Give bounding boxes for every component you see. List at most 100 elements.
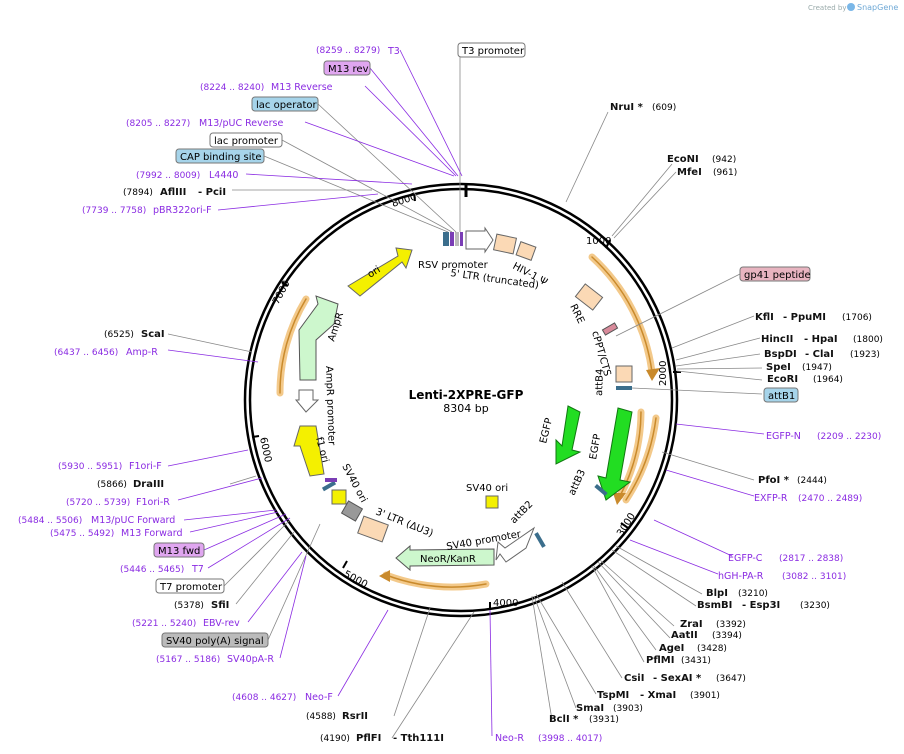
attb1-badge <box>763 387 799 403</box>
zrai-label[interactable]: ZraI <box>680 619 703 630</box>
esp3i-label[interactable]: - Esp3I <box>742 600 780 611</box>
m13puc-rev-coords: (8205 .. 8227) <box>126 119 190 129</box>
m13-fwd-label[interactable]: M13 fwd <box>158 546 200 557</box>
lac-promoter-badge <box>209 132 283 148</box>
hgh-label[interactable]: hGH-PA-R <box>718 571 764 582</box>
smai-label[interactable]: SmaI <box>576 703 604 714</box>
bsmbi-label[interactable]: BsmBI <box>697 600 732 611</box>
l4440-coords: (7992 .. 8009) <box>136 171 200 181</box>
pfoi-pos: (2444) <box>797 476 827 486</box>
exfpr-coords: (2470 .. 2489) <box>798 494 862 504</box>
t7-primer-label[interactable]: T7 <box>191 564 204 575</box>
t3-promoter-label[interactable]: T3 promoter <box>461 46 525 57</box>
spei-label[interactable]: SpeI <box>766 362 791 373</box>
hpai-label[interactable]: - HpaI <box>804 334 838 345</box>
agei-pos: (3428) <box>697 644 727 654</box>
egfpc-label[interactable]: EGFP-C <box>728 553 763 564</box>
t3-coords: (8259 .. 8279) <box>316 46 380 56</box>
tick-label-1000: 1000 <box>586 236 611 247</box>
lac-operator-badge <box>251 96 319 112</box>
draiii-label[interactable]: DraIII <box>133 479 164 490</box>
nrui-label[interactable]: NruI * <box>610 102 644 113</box>
t3-promoter-badge <box>457 42 526 58</box>
neof-coords: (4608 .. 4627) <box>232 693 296 703</box>
exfpr-label[interactable]: EXFP-R <box>754 493 788 504</box>
orf-arcs <box>276 253 660 591</box>
pflmi-pos: (3431) <box>681 656 711 666</box>
m13forward-label[interactable]: M13 Forward <box>121 528 183 539</box>
kfli-pos: (1706) <box>842 313 872 323</box>
hincii-label[interactable]: HincII <box>761 334 793 345</box>
mfei-pos: (961) <box>713 168 737 178</box>
hgh-coords: (3082 .. 3101) <box>782 572 846 582</box>
pcii-label[interactable]: - PciI <box>198 187 226 198</box>
attb1-label[interactable]: attB1 <box>768 391 795 402</box>
agei-label[interactable]: AgeI <box>659 643 684 654</box>
cap-label[interactable]: CAP binding site <box>180 152 262 163</box>
feature-ampr-promoter: AmpR promoter <box>323 366 337 447</box>
econi-pos: (942) <box>712 155 736 165</box>
neor-primer-label[interactable]: Neo-R <box>495 733 524 744</box>
pflmi-label[interactable]: PflMI <box>646 655 674 666</box>
cap-badge <box>175 148 265 164</box>
gp41-label[interactable]: gp41 peptide <box>744 270 811 281</box>
tspmi-label[interactable]: TspMI <box>597 690 629 701</box>
econi-label[interactable]: EcoNI <box>667 154 699 165</box>
ampr-primer-label[interactable]: Amp-R <box>126 347 158 358</box>
lac-promoter-label[interactable]: lac promoter <box>214 136 279 147</box>
f1orir-label[interactable]: F1ori-R <box>136 497 170 508</box>
feature-attb3: attB3 <box>567 468 588 497</box>
nrui-pos: (609) <box>652 103 676 113</box>
ecori-label[interactable]: EcoRI <box>767 374 798 385</box>
ppumi-label[interactable]: - PpuMI <box>783 312 826 323</box>
bcli-label[interactable]: BclI * <box>549 714 579 725</box>
pfoi-label[interactable]: PfoI * <box>758 475 790 486</box>
csii-label[interactable]: CsiI <box>624 673 644 684</box>
neof-label[interactable]: Neo-F <box>305 692 333 703</box>
tth-label[interactable]: - Tth111I <box>393 733 444 744</box>
m13pucfwd-label[interactable]: M13/pUC Forward <box>91 515 175 526</box>
clai-label[interactable]: - ClaI <box>805 349 834 360</box>
scai-label[interactable]: ScaI <box>141 329 165 340</box>
feature-rsv-promoter: RSV promoter <box>418 260 489 271</box>
t7-promoter-badge <box>155 578 225 594</box>
pbr322-coords: (7739 .. 7758) <box>82 206 146 216</box>
sfii-label[interactable]: SfiI <box>211 600 229 611</box>
sv40polya-label[interactable]: SV40 poly(A) signal <box>166 636 264 647</box>
ebvrev-label[interactable]: EBV-rev <box>203 618 240 629</box>
lac-operator-label[interactable]: lac operator <box>256 100 317 111</box>
m13-fwd-badge <box>153 542 205 558</box>
rsrii-label[interactable]: RsrII <box>342 711 368 722</box>
l4440-label[interactable]: L4440 <box>209 170 238 181</box>
pflfi-label[interactable]: PflFI <box>356 733 381 744</box>
f1orif-label[interactable]: F1ori-F <box>129 461 162 472</box>
arrowhead <box>379 570 390 582</box>
sexai-label[interactable]: - SexAI * <box>653 673 702 684</box>
m13-reverse-label[interactable]: M13 Reverse <box>271 82 333 93</box>
mfei-label[interactable]: MfeI <box>677 167 702 178</box>
sv40pa-coords: (5167 .. 5186) <box>156 655 220 665</box>
tspmi-pos: (3901) <box>690 691 720 701</box>
m13-rev-label[interactable]: M13 rev <box>328 64 369 75</box>
aatii-label[interactable]: AatII <box>671 630 698 641</box>
blpi-label[interactable]: BlpI <box>706 588 728 599</box>
xmai-label[interactable]: - XmaI <box>640 690 676 701</box>
pbr322-label[interactable]: pBR322ori-F <box>153 205 212 216</box>
t7-promoter-label[interactable]: T7 promoter <box>159 582 223 593</box>
backbone-inner <box>248 187 674 613</box>
sv40pa-label[interactable]: SV40pA-R <box>227 654 274 665</box>
leader-lines-primer <box>167 49 765 737</box>
tick-label-6000: 6000 <box>257 436 273 463</box>
aatii-pos: (3394) <box>712 631 742 641</box>
egfpn-label[interactable]: EGFP-N <box>766 431 801 442</box>
afliii-label[interactable]: AflIII <box>160 187 186 198</box>
bspdi-label[interactable]: BspDI <box>764 349 797 360</box>
feature-egfp-2: EGFP <box>588 433 603 460</box>
arrowhead <box>613 493 626 505</box>
arrowhead <box>646 368 660 381</box>
m13puc-rev-label[interactable]: M13/pUC Reverse <box>199 118 283 129</box>
tick-label-3000: 3000 <box>615 511 638 538</box>
kfli-label[interactable]: KflI <box>755 312 774 323</box>
t3-primer-label[interactable]: T3 <box>387 46 400 57</box>
